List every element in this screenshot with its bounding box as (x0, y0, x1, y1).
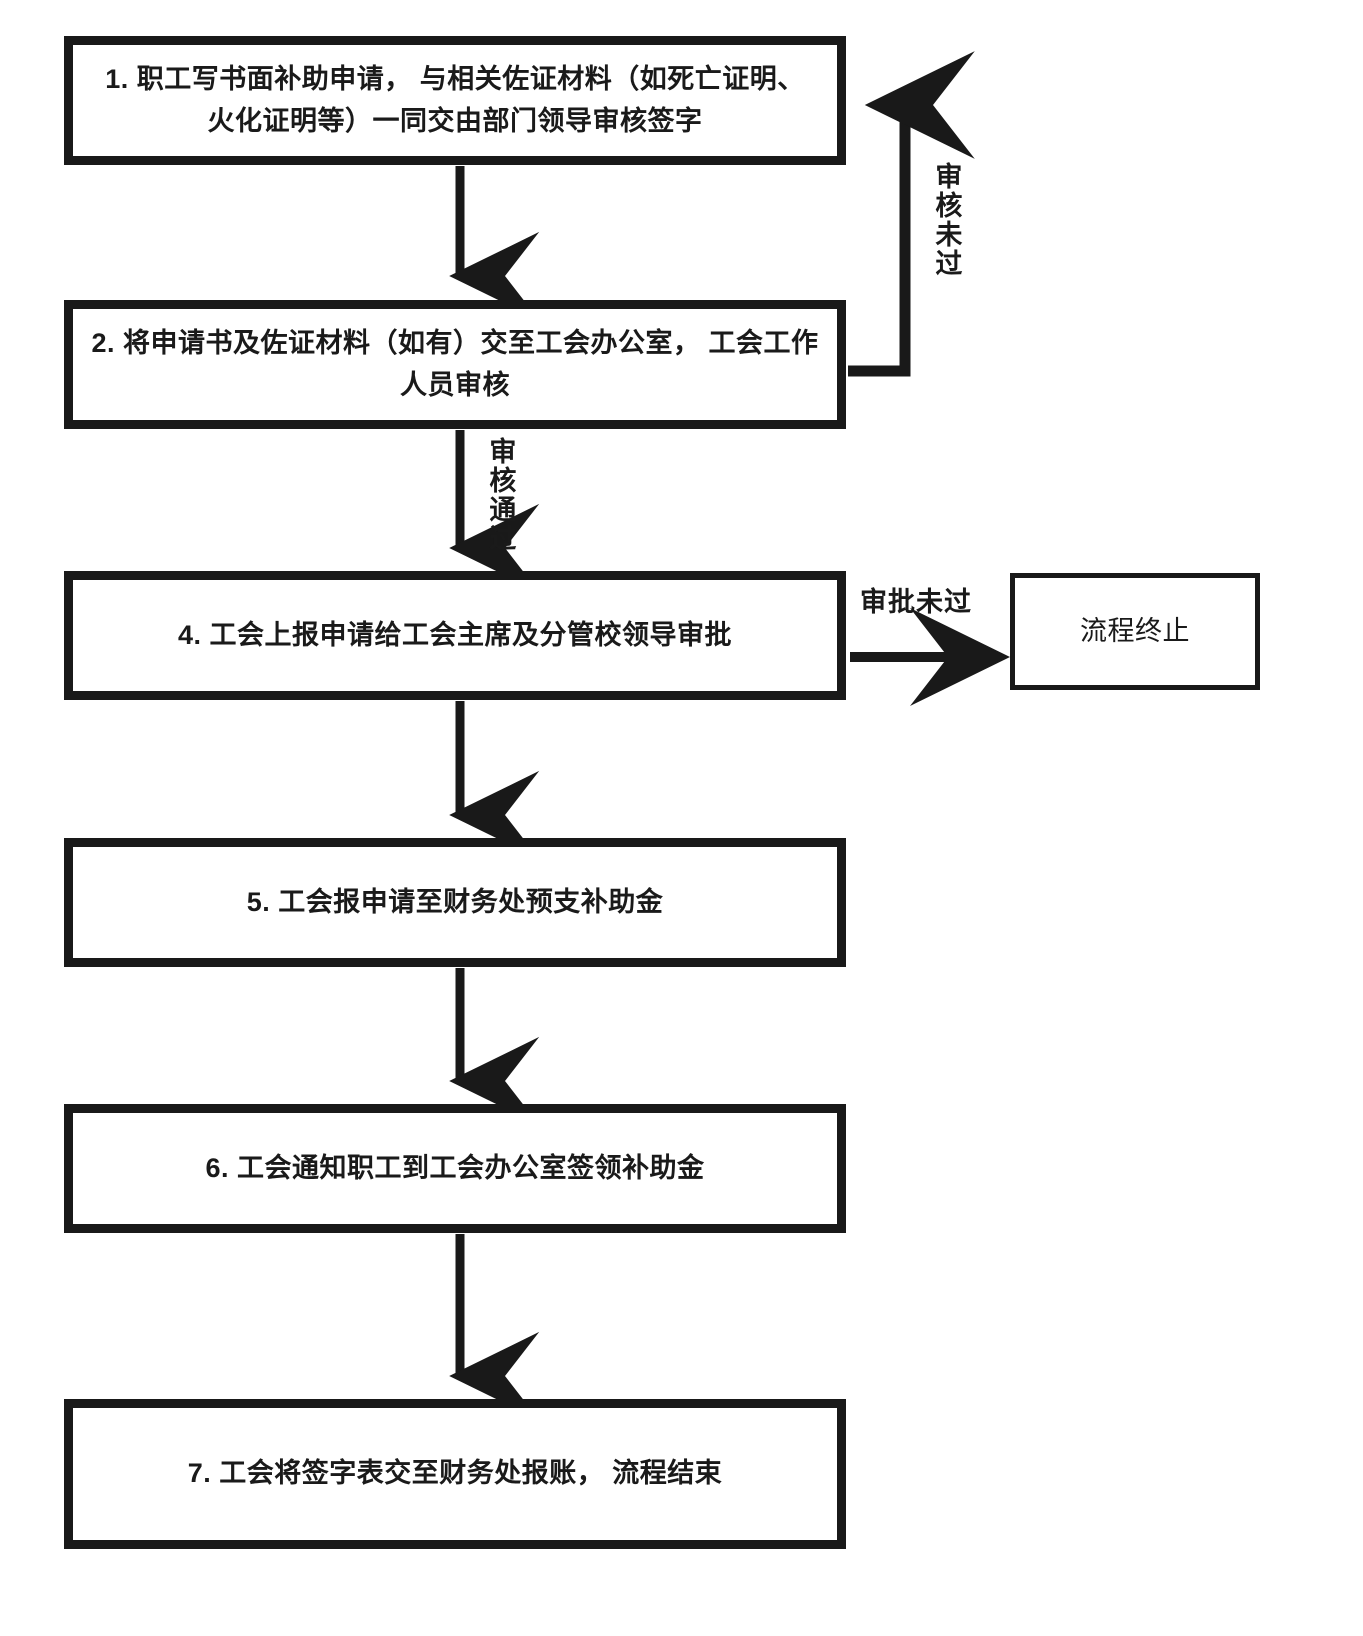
step-7-label: 7. 工会将签字表交至财务处报账， 流程结束 (187, 1458, 723, 1489)
step-6-box[interactable]: 6. 工会通知职工到工会办公室签领补助金 (64, 1104, 846, 1233)
step-2-box[interactable]: 2. 将申请书及佐证材料（如有）交至工会办公室， 工会工作 人员审核 (64, 300, 846, 429)
step-5-box[interactable]: 5. 工会报申请至财务处预支补助金 (64, 838, 846, 967)
step-4-label: 4. 工会上报申请给工会主席及分管校领导审批 (177, 619, 733, 650)
edge-label-review-failed: 审核未过 (931, 162, 962, 278)
step-4-box[interactable]: 4. 工会上报申请给工会主席及分管校领导审批 (64, 571, 846, 700)
step-1-label: 1. 职工写书面补助申请， 与相关佐证材料（如死亡证明、 火化证明等）一同交由部… (105, 63, 805, 136)
connector-step2-back-to-step1 (848, 51, 975, 377)
edge-label-approval-failed: 审批未过 (860, 587, 972, 617)
process-terminated-label: 流程终止 (1080, 615, 1190, 646)
process-terminated-box[interactable]: 流程终止 (1010, 573, 1260, 690)
step-6-label: 6. 工会通知职工到工会办公室签领补助金 (205, 1152, 705, 1183)
edge-label-review-passed: 审核通过 (485, 437, 516, 553)
step-1-box[interactable]: 1. 职工写书面补助申请， 与相关佐证材料（如死亡证明、 火化证明等）一同交由部… (64, 36, 846, 165)
step-5-label: 5. 工会报申请至财务处预支补助金 (246, 886, 664, 917)
step-7-box[interactable]: 7. 工会将签字表交至财务处报账， 流程结束 (64, 1399, 846, 1549)
step-2-label: 2. 将申请书及佐证材料（如有）交至工会办公室， 工会工作 人员审核 (91, 327, 819, 400)
